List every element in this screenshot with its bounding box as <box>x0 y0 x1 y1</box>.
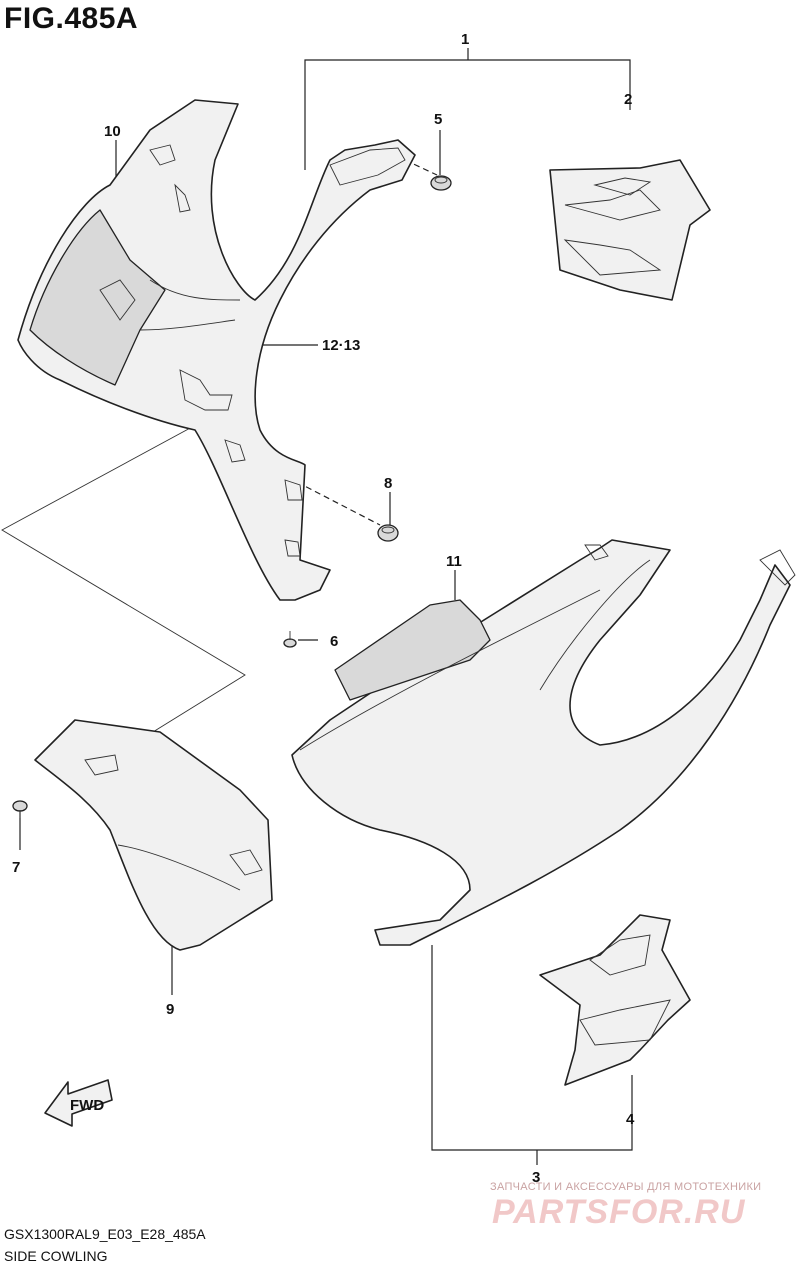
callout-3: 3 <box>532 1169 540 1186</box>
inner-panel-part-9 <box>34 719 273 951</box>
callout-8: 8 <box>384 475 392 492</box>
watermark-logo: PARTSFOR.RU <box>492 1193 746 1231</box>
callout-6: 6 <box>330 633 338 650</box>
callout-7: 7 <box>12 859 20 876</box>
watermark-tagline: ЗАПЧАСТИ И АКСЕССУАРЫ ДЛЯ МОТОТЕХНИКИ <box>490 1181 762 1193</box>
inner-cowl-part <box>17 99 416 601</box>
callout-4: 4 <box>626 1111 635 1128</box>
fwd-label: FWD <box>70 1097 104 1114</box>
figure-title: FIG.485A <box>4 2 139 35</box>
decal-part-2 <box>549 159 711 301</box>
grommet-part-5 <box>430 175 452 191</box>
callout-5: 5 <box>434 111 442 128</box>
side-cowl-part-11 <box>291 539 796 946</box>
callout-1: 1 <box>461 31 469 48</box>
callout-11: 11 <box>446 553 462 570</box>
fastener-part-6 <box>283 631 297 648</box>
footer-section-name: SIDE COWLING <box>4 1248 108 1264</box>
decal-part-4 <box>539 914 691 1086</box>
callout-9: 9 <box>166 1001 174 1018</box>
callout-2: 2 <box>624 91 632 108</box>
fwd-arrow-icon: FWD <box>44 1079 113 1127</box>
fastener-part-7 <box>12 800 28 818</box>
callout-10: 10 <box>104 123 121 140</box>
callout-12-13: 12·13 <box>322 337 360 354</box>
grommet-part-8 <box>377 524 399 542</box>
footer-model-code: GSX1300RAL9_E03_E28_485A <box>4 1226 206 1242</box>
